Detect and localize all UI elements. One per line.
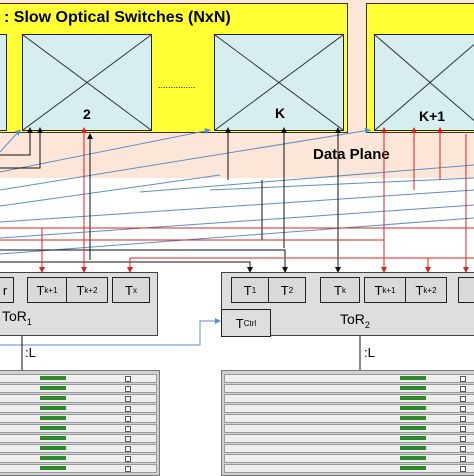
server-port-icon [125, 406, 131, 412]
server-status-led [400, 446, 426, 450]
server-blade [0, 394, 157, 403]
server-port-icon [125, 456, 131, 462]
server-blade [0, 404, 157, 413]
server-status-led [40, 466, 66, 470]
server-rack-2 [221, 370, 474, 476]
server-blade [0, 464, 157, 473]
optical-switch-2: 2 [22, 34, 152, 131]
server-port-icon [125, 436, 131, 442]
switch-cross-icon [23, 35, 151, 130]
server-blade [0, 444, 157, 453]
server-port-icon [460, 436, 466, 442]
server-status-led [40, 386, 66, 390]
switch-label: K [275, 105, 286, 121]
server-status-led [40, 396, 66, 400]
server-blade [224, 454, 474, 463]
tor1-label: ToR1 [2, 308, 32, 327]
server-port-icon [125, 396, 131, 402]
server-status-led [40, 446, 66, 450]
server-port-icon [460, 376, 466, 382]
server-status-led [40, 376, 66, 380]
tor2-label: ToR2 [340, 311, 370, 330]
server-port-icon [460, 416, 466, 422]
server-status-led [400, 376, 426, 380]
switch-layer-title: : Slow Optical Switches (NxN) [4, 9, 231, 26]
server-status-led [400, 406, 426, 410]
server-blade [224, 464, 474, 473]
server-status-led [40, 426, 66, 430]
red-links [0, 127, 474, 273]
black-links [0, 127, 341, 273]
server-status-led [40, 456, 66, 460]
blue-links [0, 127, 474, 255]
server-status-led [400, 386, 426, 390]
server-blade [0, 424, 157, 433]
data-plane-label: Data Plane [313, 146, 390, 163]
server-blade [0, 434, 157, 443]
server-port-icon [460, 396, 466, 402]
server-status-led [400, 416, 426, 420]
optical-switch-k: K [214, 34, 344, 131]
server-port-icon [125, 426, 131, 432]
tor2-link-label: :L [364, 345, 375, 360]
server-blade [224, 444, 474, 453]
server-blade [0, 374, 157, 383]
server-blade [224, 424, 474, 433]
server-port-icon [460, 426, 466, 432]
server-status-led [40, 416, 66, 420]
tor1-port-partial: r [0, 277, 14, 303]
server-port-icon [125, 386, 131, 392]
server-blade [224, 414, 474, 423]
tor2-port-partial [458, 277, 474, 303]
server-status-led [400, 426, 426, 430]
tor1-link-label: :L [25, 345, 36, 360]
server-blade [224, 404, 474, 413]
control-link [0, 318, 221, 346]
switch-label: 2 [83, 106, 91, 122]
optical-switch-k1: K+1 [374, 34, 474, 131]
server-port-icon [125, 376, 131, 382]
server-blade [224, 384, 474, 393]
server-blade [224, 374, 474, 383]
server-blade [0, 414, 157, 423]
server-port-icon [460, 466, 466, 472]
server-status-led [40, 436, 66, 440]
switch-cross-icon [215, 35, 343, 130]
switch-label: K+1 [419, 108, 446, 124]
server-status-led [400, 396, 426, 400]
server-status-led [400, 436, 426, 440]
server-status-led [400, 466, 426, 470]
server-status-led [400, 456, 426, 460]
server-blade [224, 394, 474, 403]
server-port-icon [125, 446, 131, 452]
server-port-icon [460, 406, 466, 412]
server-port-icon [460, 386, 466, 392]
switch-ellipsis: ............... [158, 80, 196, 90]
server-port-icon [125, 466, 131, 472]
switch-cross-icon [375, 35, 474, 130]
server-port-icon [460, 456, 466, 462]
optical-switch-1 [0, 34, 7, 131]
server-blade [0, 454, 157, 463]
server-status-led [40, 406, 66, 410]
server-blade [0, 384, 157, 393]
server-blade [224, 434, 474, 443]
server-port-icon [125, 416, 131, 422]
server-port-icon [460, 446, 466, 452]
server-rack-1 [0, 370, 160, 476]
